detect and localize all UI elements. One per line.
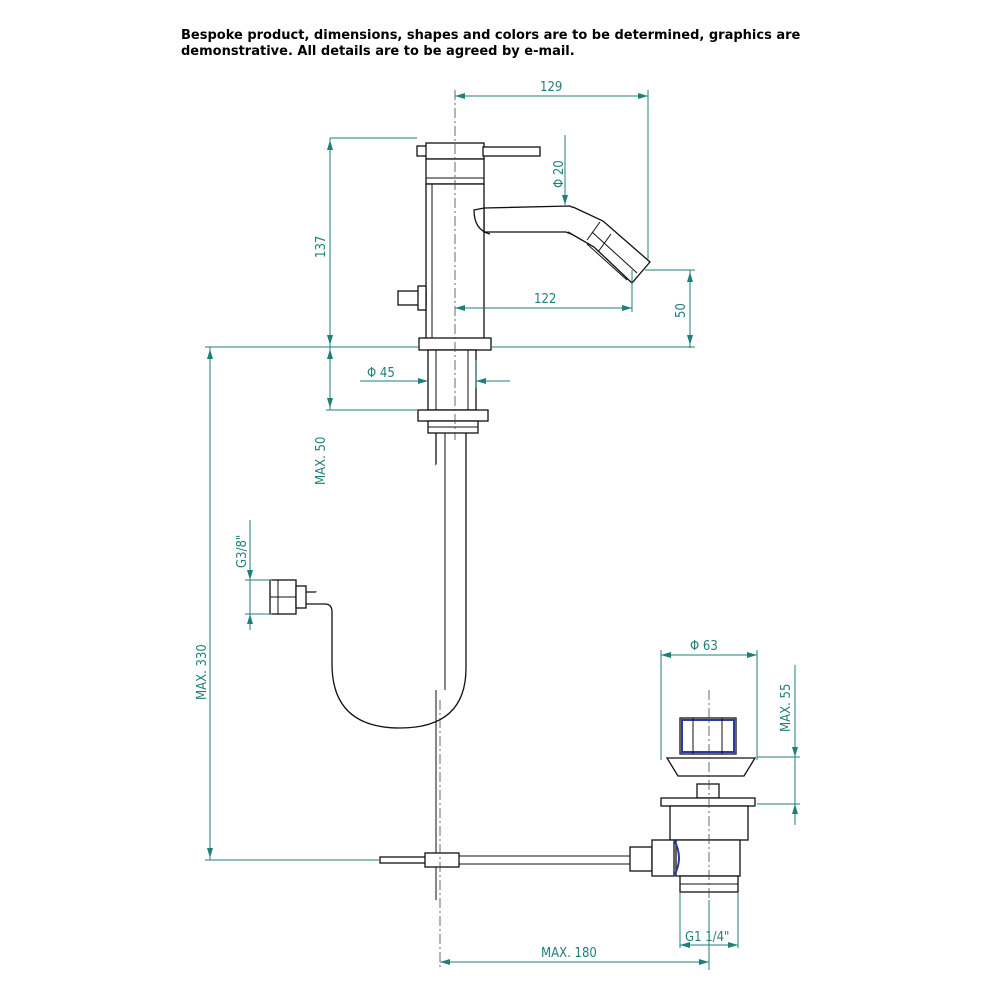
dimension-max-180: MAX. 180 xyxy=(440,900,710,970)
dim-g114-label: G1 1/4" xyxy=(685,930,729,945)
dimension-max-50: MAX. 50 xyxy=(314,347,418,485)
dim-122-label: 122 xyxy=(534,292,556,307)
bespoke-note-line-1: Bespoke product, dimensions, shapes and … xyxy=(181,28,801,43)
dim-max-180-label: MAX. 180 xyxy=(541,946,597,961)
bespoke-note-line-2: demonstrative. All details are to be agr… xyxy=(181,44,575,59)
supply-hose xyxy=(269,433,467,729)
dimension-dia-45: Φ 45 xyxy=(360,360,510,388)
dim-50-label: 50 xyxy=(674,303,689,318)
dimension-thread-g38: G3/8" xyxy=(235,520,272,630)
dimension-122: 122 xyxy=(455,270,633,312)
mixer-body xyxy=(397,142,541,434)
dim-max-330-label: MAX. 330 xyxy=(195,644,210,700)
popup-rod xyxy=(379,690,630,900)
dimension-137: 137 xyxy=(314,137,417,347)
dimension-thread-g114: G1 1/4" xyxy=(679,892,739,948)
dim-g38-label: G3/8" xyxy=(235,535,250,568)
dim-max-55-label: MAX. 55 xyxy=(779,684,794,732)
dim-129-label: 129 xyxy=(540,80,562,95)
dimension-dia-63: Φ 63 xyxy=(660,639,758,760)
waste-drain xyxy=(629,717,757,893)
dim-137-label: 137 xyxy=(314,236,329,258)
dimension-max-330: MAX. 330 xyxy=(195,346,419,861)
spout xyxy=(473,205,651,284)
dimension-129: 129 xyxy=(455,80,649,260)
dim-dia-63-label: Φ 63 xyxy=(690,639,718,654)
dim-dia-20-label: Φ 20 xyxy=(552,160,567,188)
dimension-dia-20: Φ 20 xyxy=(552,135,568,205)
dimension-max-55: MAX. 55 xyxy=(757,665,800,825)
bespoke-note: Bespoke product, dimensions, shapes and … xyxy=(181,28,821,60)
dim-dia-45-label: Φ 45 xyxy=(367,366,395,381)
dim-max-50-label: MAX. 50 xyxy=(314,437,329,485)
dimension-50: 50 xyxy=(491,269,695,348)
